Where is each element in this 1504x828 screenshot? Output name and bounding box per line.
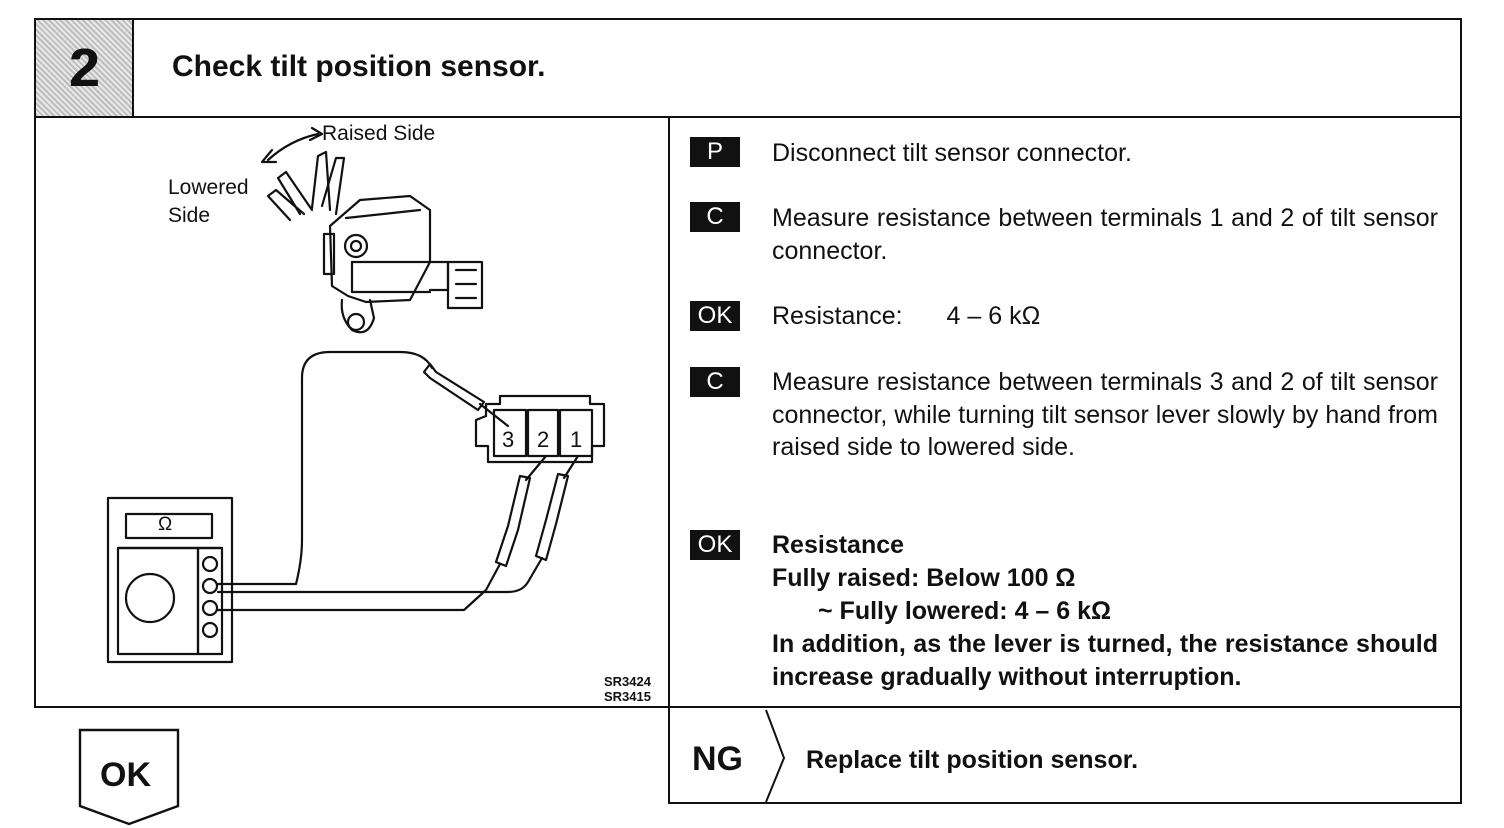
instruction-measure-3-2: Measure resistance between terminals 3 a… xyxy=(772,368,1438,461)
ng-result-label: NG xyxy=(692,740,743,778)
tag-ok-2: OK xyxy=(690,530,740,560)
probe-2 xyxy=(216,454,548,612)
ng-result-box xyxy=(668,708,1462,804)
probe-wire-3 xyxy=(294,350,434,586)
resistance-spec-1-label: Resistance: xyxy=(772,302,903,330)
tag-ok-1: OK xyxy=(690,301,740,331)
figure-code-2: SR3415 xyxy=(604,689,651,704)
resistance-spec-2: Resistance Fully raised: Below 100 Ω ~ F… xyxy=(772,529,1438,694)
ok-result-shape xyxy=(78,728,180,826)
ok-result-label: OK xyxy=(100,756,151,794)
tag-c-2: C xyxy=(690,367,740,397)
resistance-spec-2-line3: ~ Fully lowered: 4 – 6 kΩ xyxy=(818,597,1112,625)
resistance-spec-1-value: 4 – 6 kΩ xyxy=(946,302,1041,330)
tilt-sensor-diagram xyxy=(106,126,606,664)
step-title: Check tilt position sensor. xyxy=(172,50,546,83)
instruction-disconnect: Disconnect tilt sensor connector. xyxy=(772,139,1132,167)
resistance-spec-2-line2: Fully raised: Below 100 Ω xyxy=(772,564,1076,592)
instruction-measure-1-2: Measure resistance between terminals 1 a… xyxy=(772,204,1438,265)
terminal-1-label: 1 xyxy=(570,427,583,452)
ohmmeter xyxy=(106,496,234,664)
resistance-spec-1: Resistance: 4 – 6 kΩ xyxy=(772,300,1438,333)
sensor-levers xyxy=(266,150,346,222)
raised-side-label: Raised Side xyxy=(322,122,436,145)
terminal-2-label: 2 xyxy=(537,427,550,452)
step-number-box: 2 xyxy=(36,20,134,116)
lowered-side-label-1: Lowered xyxy=(168,176,249,199)
probe-1 xyxy=(216,454,580,594)
ng-action-text: Replace tilt position sensor. xyxy=(806,746,1139,774)
tag-c-1: C xyxy=(690,202,740,232)
procedure-frame xyxy=(34,18,1462,708)
probe-3 xyxy=(422,362,486,412)
sensor-body xyxy=(322,194,484,334)
ng-chevron xyxy=(765,709,786,803)
lowered-side-label-2: Side xyxy=(168,204,211,227)
column-divider xyxy=(668,116,670,708)
header-divider xyxy=(34,116,1462,118)
sensor-connector xyxy=(474,394,606,464)
step-number: 2 xyxy=(68,38,100,98)
swing-arrow xyxy=(266,132,320,162)
resistance-spec-2-line4: In addition, as the lever is turned, the… xyxy=(772,630,1438,691)
tag-p: P xyxy=(690,137,740,167)
terminal-3-label: 3 xyxy=(502,427,515,452)
figure-code-1: SR3424 xyxy=(604,674,651,689)
ohm-symbol: Ω xyxy=(158,514,173,535)
resistance-spec-2-line1: Resistance xyxy=(772,531,905,559)
